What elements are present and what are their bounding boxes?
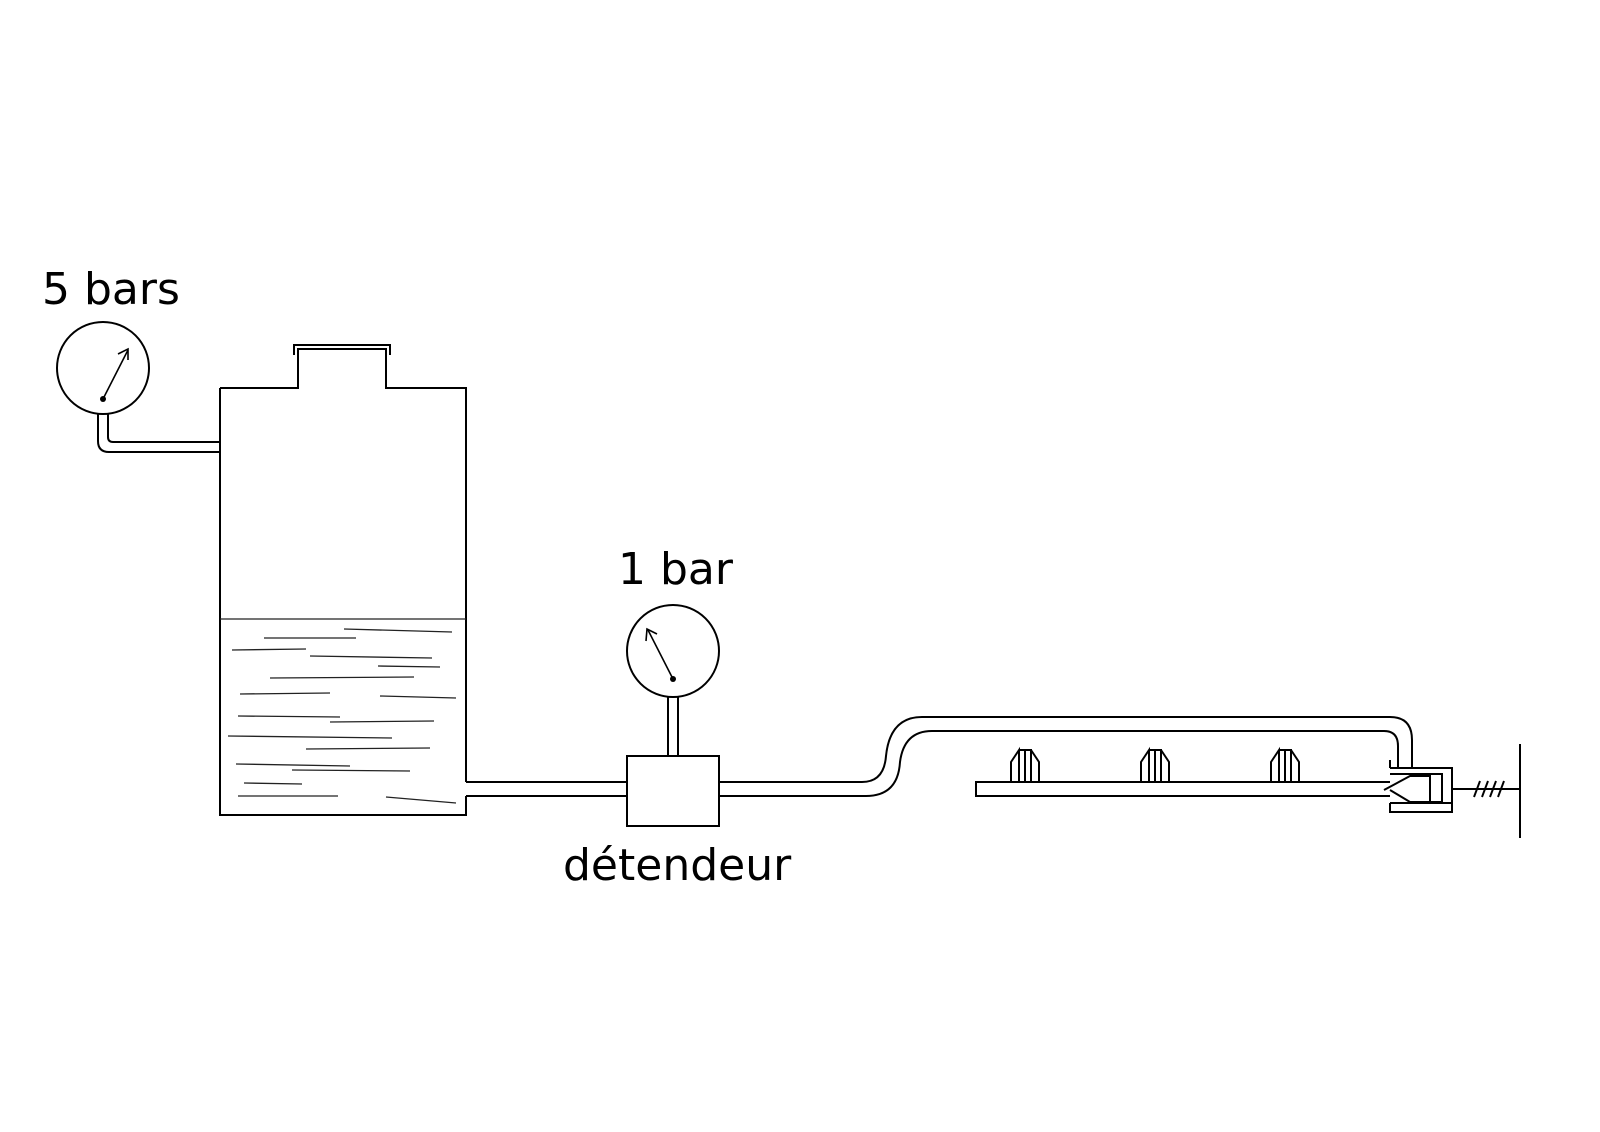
regulator-label: détendeur: [563, 840, 792, 891]
tank-pressure-gauge: [56, 321, 150, 415]
delivery-pipe: [719, 716, 1413, 797]
regulator-pressure-gauge: [626, 604, 720, 698]
burner-nozzle: [1270, 746, 1300, 782]
pressure-regulator: [626, 755, 720, 827]
burner-nozzle: [1010, 746, 1040, 782]
outlet-pipe: [466, 781, 627, 797]
tank-liquid: [220, 618, 466, 804]
spring-valve: [1383, 760, 1520, 813]
regulator-gauge-stem: [667, 697, 679, 756]
burner-nozzle: [1140, 746, 1170, 782]
valve-spring: [1473, 780, 1505, 798]
tank: [219, 344, 467, 816]
regulator-gauge-label: 1 bar: [618, 544, 734, 595]
tank-gauge-tube: [97, 414, 220, 453]
burner-rail: [975, 781, 1390, 797]
tank-gauge-label: 5 bars: [42, 264, 180, 315]
